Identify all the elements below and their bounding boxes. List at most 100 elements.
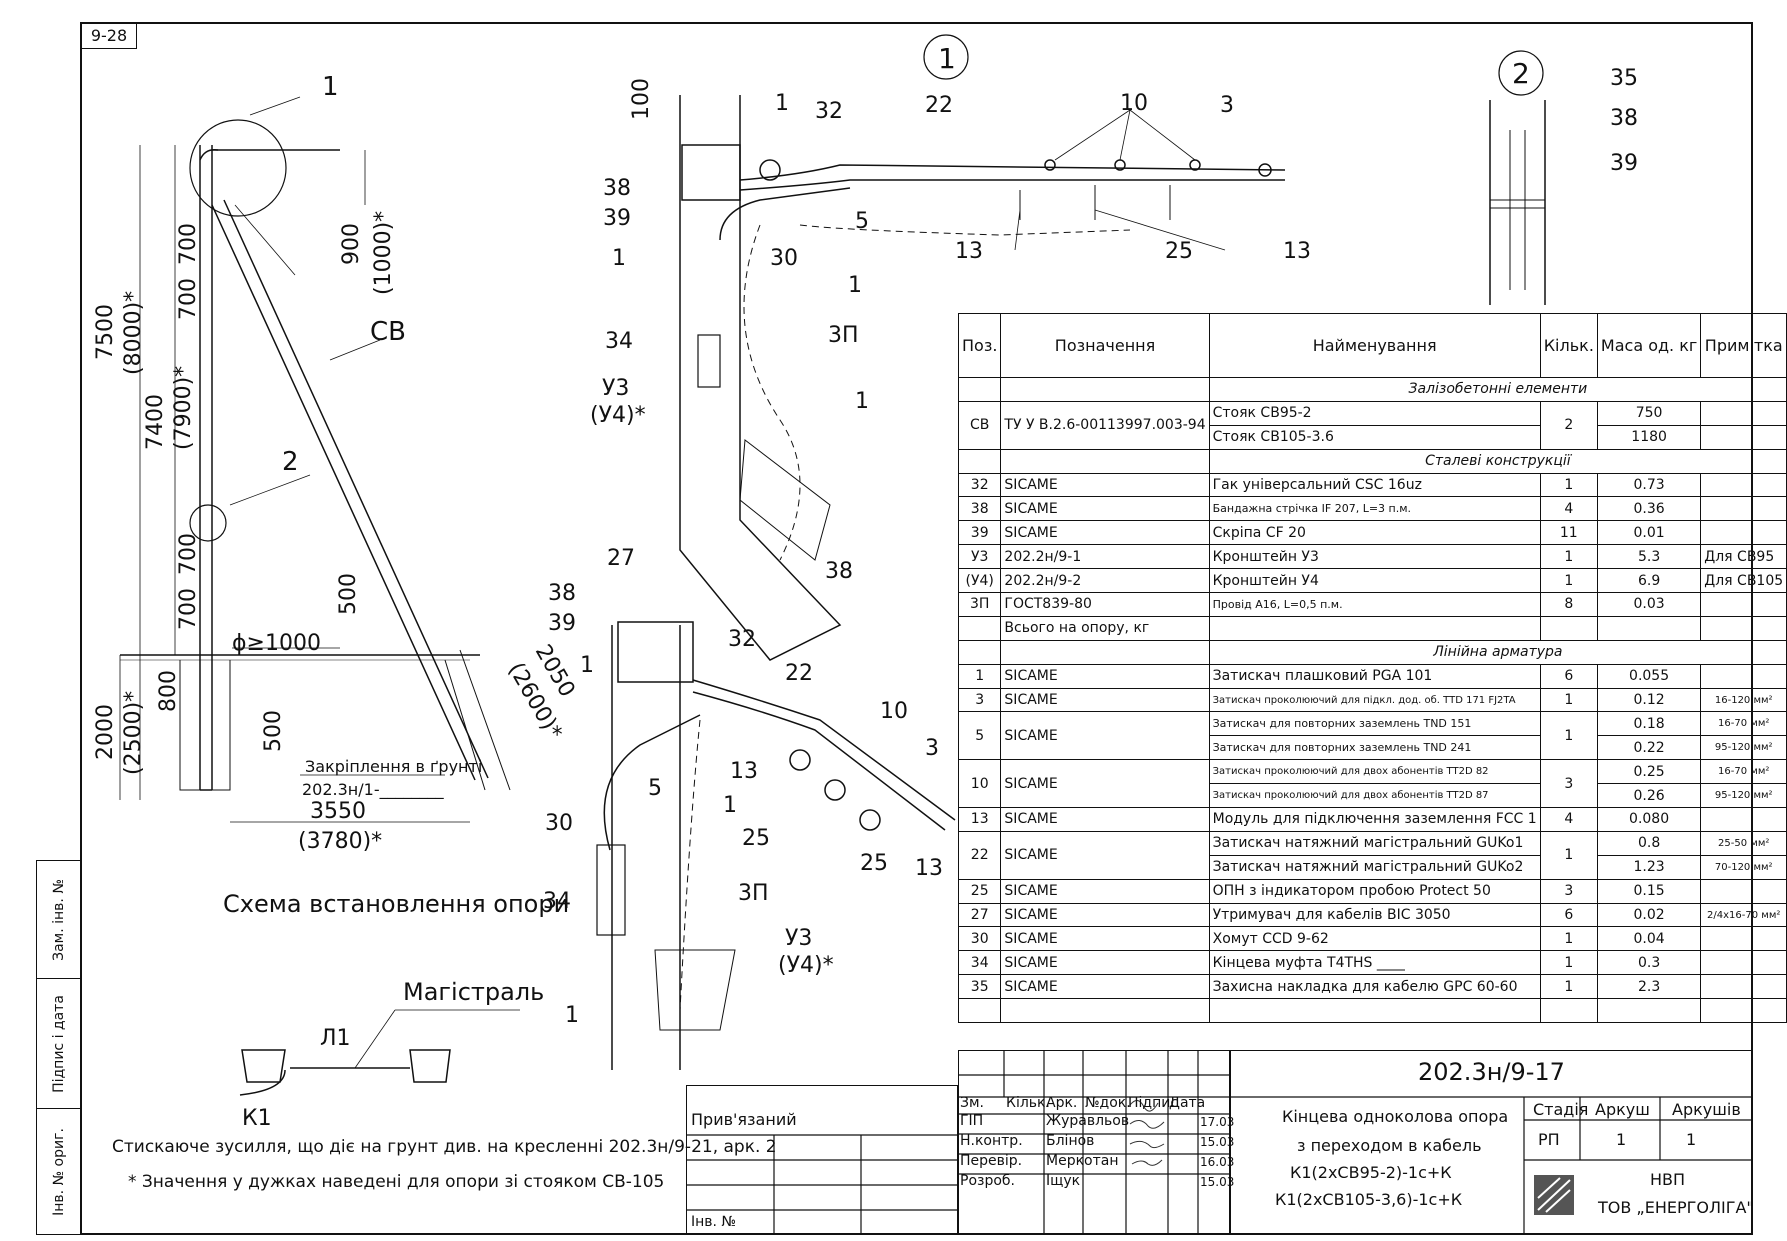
sheet-number: 9-28 — [82, 24, 137, 49]
col-zm: Зм. — [960, 1095, 984, 1111]
iso-label-30: 30 — [545, 811, 573, 836]
desc-line-3: К1(2хСВ95-2)-1с+К — [1290, 1163, 1452, 1182]
desc-line-2: з переходом в кабель — [1297, 1136, 1482, 1155]
role-pereviv: Перевір. — [960, 1153, 1023, 1169]
table-row-total: Всього на опору, кг — [957, 615, 1787, 641]
note-brackets: * Значення у дужках наведені для опори з… — [128, 1172, 665, 1192]
dim-700-4: 700 — [176, 588, 201, 630]
sidebar-cell: Підпис і дата — [37, 979, 81, 1109]
d1-label-1b: 1 — [612, 246, 626, 271]
d1-label-3: 3 — [1220, 93, 1234, 118]
document-code: 202.3н/9-17 — [1418, 1058, 1565, 1086]
detail-1 — [679, 34, 1286, 661]
date-pereviv: 16.03 — [1200, 1155, 1235, 1169]
sidebar-cell: Зам. інв. № — [37, 861, 81, 979]
iso-label-39: 39 — [548, 611, 576, 636]
sheets-value: 1 — [1686, 1130, 1697, 1149]
iso-label-34: 34 — [543, 889, 571, 914]
d1-label-10: 10 — [1120, 91, 1148, 116]
d2-label-35: 35 — [1610, 66, 1638, 91]
dim-7400: 7400 — [143, 394, 168, 450]
col-qty: Кільк. — [1539, 313, 1598, 378]
signature-blinov — [1129, 1120, 1165, 1129]
role-nkontr: Н.контр. — [960, 1133, 1023, 1149]
mainline-l1: Л1 — [320, 1026, 351, 1051]
stage-header: Стадія — [1533, 1100, 1589, 1119]
date-nkontr: 15.03 — [1200, 1135, 1235, 1149]
dim-2500: (2500)* — [121, 691, 146, 775]
iso-label-13b: 13 — [915, 856, 943, 881]
isometric-view — [596, 621, 956, 1070]
iso-label-1c: 1 — [565, 1003, 579, 1028]
name-zhuravlov: Журавльов — [1046, 1113, 1130, 1129]
role-gip: ГІП — [960, 1113, 984, 1129]
table-row: СВ ТУ У В.2.6-00113997.003-94 Стояк СВ95… — [957, 400, 1787, 450]
d1-label-1d: 1 — [855, 389, 869, 414]
col-code: Позначення — [1000, 313, 1210, 378]
scheme-span: 3550 — [310, 799, 366, 824]
dim-2000: 2000 — [93, 704, 118, 760]
iso-label-13a: 13 — [730, 759, 758, 784]
sheets-header: Аркушів — [1672, 1100, 1741, 1119]
bound-label: Прив'язаний — [691, 1110, 797, 1129]
col-note: Примітка — [1700, 313, 1787, 378]
d1-label-34: 34 — [605, 329, 633, 354]
note-ground-force: Стискаюче зусилля, що діє на грунт див. … — [112, 1137, 777, 1157]
scheme-title: Схема встановлення опори — [223, 890, 569, 918]
desc-line-1: Кінцева одноколова опора — [1282, 1107, 1509, 1126]
dim-7500: 7500 — [93, 304, 118, 360]
mainline-scheme — [239, 1009, 520, 1096]
iso-label-1a: 1 — [580, 653, 594, 678]
title-block-left: Прив'язаний Інв. № — [686, 1085, 958, 1235]
detail-2 — [1489, 50, 1546, 305]
table-row: Стояк СВ105-3.6 1180 — [959, 424, 1787, 450]
d1-label-100: 100 — [629, 78, 654, 120]
sheet-value: 1 — [1616, 1130, 1627, 1149]
d1-label-25: 25 — [1165, 239, 1193, 264]
iso-label-5: 5 — [648, 776, 662, 801]
section-reinforced: Залізобетонні елементи — [1208, 377, 1787, 402]
dim-8000: (8000)* — [121, 291, 146, 375]
d1-label-22: 22 — [925, 93, 953, 118]
signature-merkotan — [1129, 1140, 1165, 1149]
col-pos: Поз. — [957, 313, 1002, 378]
detail2-circle-number: 2 — [1512, 57, 1530, 90]
title-left-grid — [686, 1134, 958, 1235]
name-ishchuk: Іщук — [1046, 1173, 1081, 1189]
inv-label: Інв. № — [691, 1214, 736, 1230]
iso-label-3: 3 — [925, 736, 939, 761]
date-rozrob: 15.03 — [1200, 1175, 1235, 1189]
iso-label-3p: 3П — [738, 881, 769, 906]
company-logo — [1534, 1175, 1574, 1215]
signatures-grid — [958, 1050, 1230, 1235]
dim-1000: (1000)* — [371, 211, 396, 295]
d1-label-27: 27 — [607, 546, 635, 571]
org-name-1: НВП — [1650, 1170, 1686, 1189]
col-kilk: Кільк. — [1006, 1095, 1050, 1111]
specification-table: Поз. Позначення Найменування Кільк. Маса… — [957, 313, 1787, 1024]
dim-900: 900 — [339, 223, 364, 265]
signature-zhuravlov — [1129, 1100, 1159, 1112]
dim-500a: 500 — [336, 573, 361, 615]
scheme-label-diam: ϕ≥1000 — [232, 631, 321, 656]
signature-ishchuk — [1131, 1159, 1163, 1166]
mainline-title: Магістраль — [403, 978, 544, 1006]
sheet-header: Аркуш — [1595, 1100, 1650, 1119]
col-ndok: №док. — [1085, 1095, 1131, 1111]
scheme-label-sv: СВ — [370, 317, 406, 347]
d1-label-3p: 3П — [828, 323, 859, 348]
d2-label-39: 39 — [1610, 151, 1638, 176]
title-main-grid — [1230, 1096, 1753, 1235]
dim-700-1: 700 — [176, 223, 201, 265]
